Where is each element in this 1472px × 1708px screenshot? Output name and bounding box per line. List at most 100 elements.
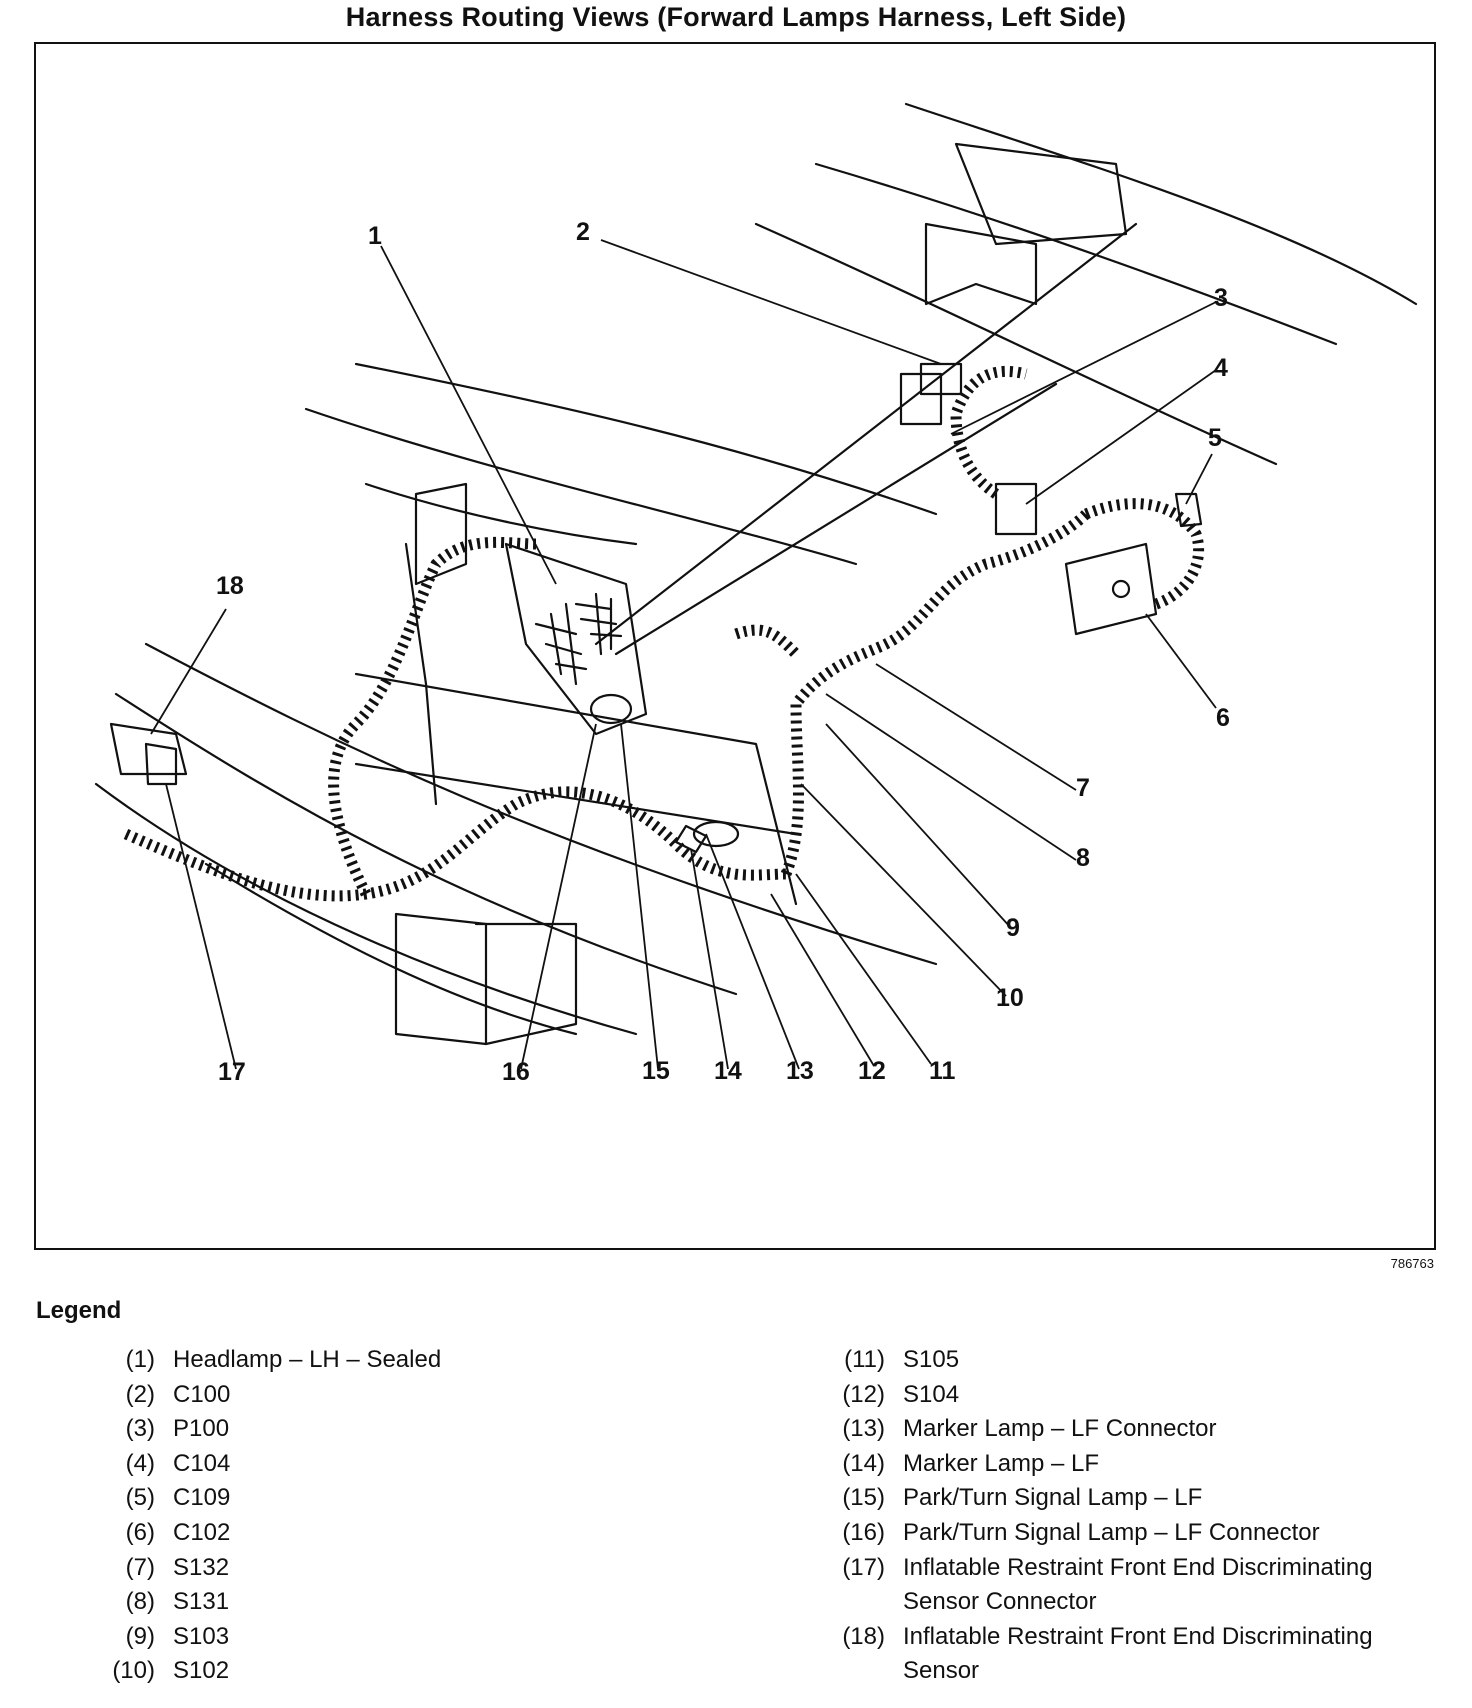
legend-num: (1) bbox=[125, 1346, 155, 1373]
headlamp-body bbox=[504, 542, 648, 736]
callout-13: 13 bbox=[786, 1057, 814, 1085]
legend-left-column: (1) Headlamp – LH – Sealed (2) C100 (3) P10… bbox=[80, 1343, 680, 1689]
callout-5: 5 bbox=[1208, 424, 1222, 452]
callout-8: 8 bbox=[1076, 844, 1090, 872]
legend-text: Park/Turn Signal Lamp – LF bbox=[903, 1484, 1203, 1512]
marker-lamp-socket bbox=[692, 820, 740, 848]
connector-c104 bbox=[994, 482, 1038, 536]
legend-text: P100 bbox=[173, 1415, 230, 1443]
bumper-line bbox=[144, 642, 938, 966]
callout-leaders bbox=[150, 239, 1217, 1070]
legend-num: (6) bbox=[125, 1518, 155, 1546]
diagram-title: Harness Routing Views (Forward Lamps Har… bbox=[345, 2, 1127, 32]
legend-num: (12) bbox=[842, 1380, 885, 1408]
legend-num: (14) bbox=[842, 1449, 885, 1477]
legend-num: (2) bbox=[125, 1380, 155, 1408]
hood-line bbox=[354, 362, 938, 516]
legend-item: (12) S104 bbox=[810, 1378, 1450, 1413]
legend-text: Marker Lamp – LF bbox=[903, 1449, 1100, 1477]
callout-9: 9 bbox=[1006, 914, 1020, 942]
legend-item: (1) Headlamp – LH – Sealed bbox=[80, 1343, 680, 1378]
legend-text: S105 bbox=[903, 1346, 960, 1373]
legend-text: C102 bbox=[173, 1518, 231, 1546]
callout-16: 16 bbox=[502, 1058, 530, 1086]
legend-num: (5) bbox=[125, 1484, 155, 1512]
diagram-frame: 1 2 3 4 5 6 7 8 9 10 11 12 13 14 15 16 1… bbox=[34, 42, 1436, 1250]
engine-bracket bbox=[924, 222, 1038, 306]
callout-12: 12 bbox=[858, 1057, 886, 1085]
legend-text: Inflatable Restraint Front End Discrimin… bbox=[903, 1553, 1373, 1616]
callout-11: 11 bbox=[929, 1057, 956, 1085]
headlamp-lens-grid bbox=[574, 592, 623, 656]
callout-10: 10 bbox=[996, 984, 1024, 1012]
legend-item: (13) Marker Lamp – LF Connector bbox=[810, 1412, 1450, 1447]
support-bracket bbox=[414, 482, 468, 586]
crossmember bbox=[354, 672, 798, 906]
legend-item: (4) C104 bbox=[80, 1447, 680, 1482]
callout-3: 3 bbox=[1214, 284, 1228, 312]
legend-text: Headlamp – LH – Sealed bbox=[173, 1346, 442, 1373]
legend-item: (10) S102 bbox=[80, 1654, 680, 1689]
legend-num: (15) bbox=[842, 1484, 885, 1512]
legend-text: Marker Lamp – LF Connector bbox=[903, 1415, 1217, 1443]
figure-id: 786763 bbox=[1390, 1256, 1434, 1271]
legend-text: S102 bbox=[173, 1657, 230, 1685]
fender-line bbox=[754, 222, 1278, 466]
fender-line bbox=[814, 162, 1338, 346]
legend-item: (2) C100 bbox=[80, 1378, 680, 1413]
legend-item: (15) Park/Turn Signal Lamp – LF bbox=[810, 1481, 1450, 1516]
legend-item: (11) S105 bbox=[810, 1343, 1450, 1378]
legend-text: S104 bbox=[903, 1380, 960, 1408]
legend-text: C100 bbox=[173, 1380, 231, 1408]
legend-text: S132 bbox=[173, 1553, 230, 1581]
lower-module bbox=[474, 922, 578, 1046]
legend-text: S131 bbox=[173, 1588, 230, 1616]
legend-text: S103 bbox=[173, 1622, 230, 1650]
legend-num: (9) bbox=[125, 1622, 155, 1650]
legend-num: (8) bbox=[125, 1588, 155, 1616]
legend-item: (3) P100 bbox=[80, 1412, 680, 1447]
callout-15: 15 bbox=[642, 1057, 670, 1085]
legend-item: (17) Inflatable Restraint Front End Discr… bbox=[810, 1551, 1450, 1620]
legend-text: C109 bbox=[173, 1484, 231, 1512]
legend-num: (13) bbox=[842, 1415, 885, 1443]
legend-text: Park/Turn Signal Lamp – LF Connector bbox=[903, 1518, 1320, 1546]
callout-18: 18 bbox=[216, 572, 244, 600]
harness-main-line bbox=[614, 382, 1058, 656]
legend-item: (16) Park/Turn Signal Lamp – LF Connector bbox=[810, 1516, 1450, 1551]
hood-line bbox=[304, 407, 858, 566]
legend-num: (4) bbox=[125, 1449, 155, 1477]
callout-14: 14 bbox=[714, 1057, 742, 1085]
engine-bracket bbox=[954, 142, 1128, 246]
marker-lamp-bulb bbox=[674, 824, 708, 854]
legend-num: (7) bbox=[125, 1553, 155, 1581]
bumper-line bbox=[94, 782, 638, 1036]
legend-text: Inflatable Restraint Front End Discrimin… bbox=[903, 1622, 1373, 1685]
callout-1: 1 bbox=[368, 222, 382, 250]
harness-drawing: 1 2 3 4 5 6 7 8 9 10 11 12 13 14 15 16 1… bbox=[94, 102, 1418, 1086]
legend-num: (17) bbox=[842, 1553, 885, 1581]
headlamp-lens-grid bbox=[534, 602, 588, 686]
legend-title: Legend bbox=[36, 1297, 122, 1324]
callout-6: 6 bbox=[1216, 704, 1230, 732]
callout-2: 2 bbox=[576, 218, 590, 246]
connector-c102 bbox=[1064, 542, 1158, 636]
legend-num: (11) bbox=[844, 1346, 885, 1373]
legend-num: (10) bbox=[112, 1657, 155, 1685]
harness-main-line bbox=[594, 222, 1138, 646]
legend-num: (3) bbox=[125, 1415, 155, 1443]
legend-num: (16) bbox=[842, 1518, 885, 1546]
legend-num: (18) bbox=[842, 1622, 885, 1650]
legend-item: (14) Marker Lamp – LF bbox=[810, 1447, 1450, 1482]
crossmember bbox=[354, 762, 798, 836]
connector-c102-hole bbox=[1111, 579, 1131, 599]
hood-line bbox=[364, 482, 638, 546]
legend-item: (18) Inflatable Restraint Front End Discr… bbox=[810, 1620, 1450, 1689]
legend-text: C104 bbox=[173, 1449, 231, 1477]
lower-module bbox=[394, 912, 488, 1046]
legend-item: (5) C109 bbox=[80, 1481, 680, 1516]
legend-item: (9) S103 bbox=[80, 1620, 680, 1655]
callout-4: 4 bbox=[1214, 354, 1228, 382]
callout-7: 7 bbox=[1076, 774, 1090, 802]
connector-c100 bbox=[899, 372, 943, 426]
